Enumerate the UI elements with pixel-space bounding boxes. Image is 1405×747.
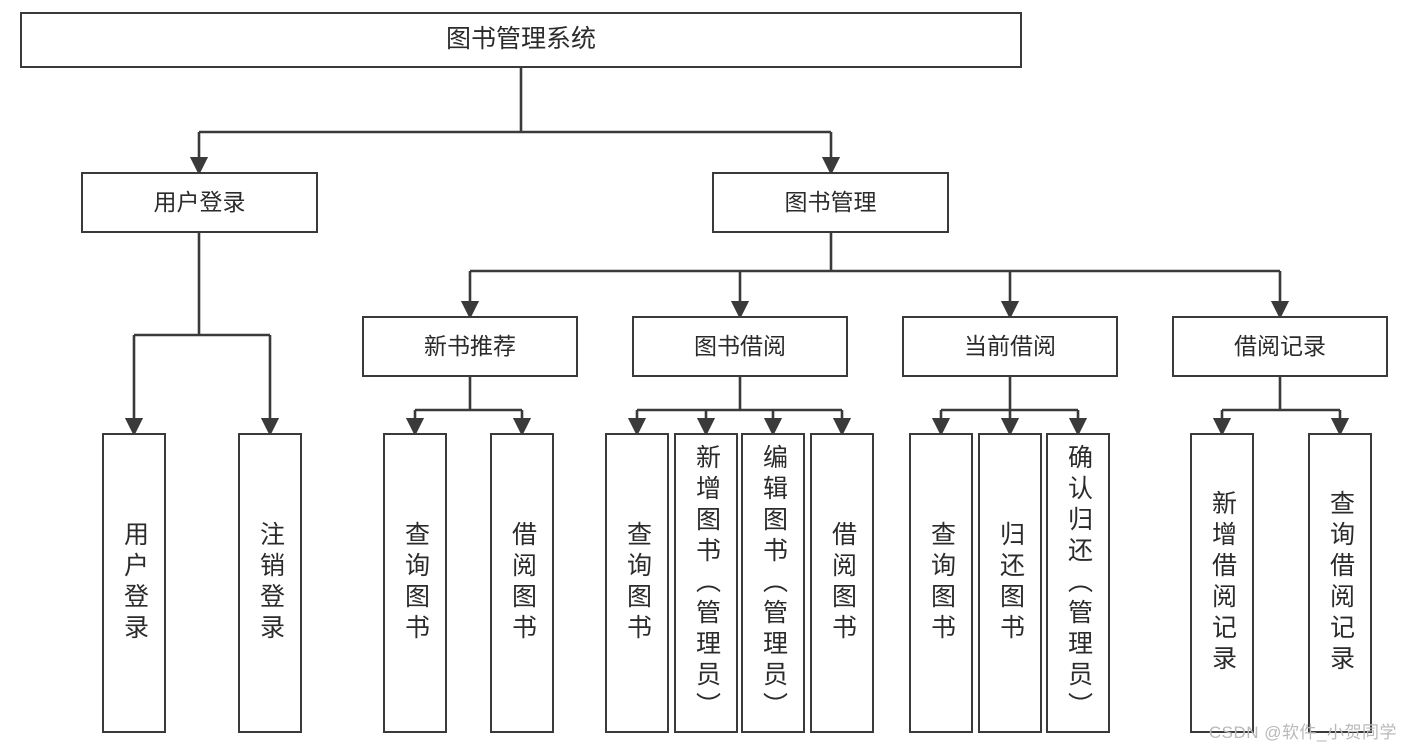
leaf-add-book[interactable]: 新增图书（管理员） — [674, 433, 738, 733]
leaf-confirm-return-label: 确认归还（管理员） — [1064, 443, 1093, 723]
node-user-login-label: 用户登录 — [153, 188, 246, 215]
leaf-user-login[interactable]: 用户登录 — [102, 433, 166, 733]
node-book-borrow[interactable]: 图书借阅 — [632, 316, 848, 377]
leaf-add-record[interactable]: 新增借阅记录 — [1190, 433, 1254, 733]
node-book-manage[interactable]: 图书管理 — [712, 172, 949, 233]
leaf-borrow-book-2[interactable]: 借阅图书 — [810, 433, 874, 733]
node-root-label: 图书管理系统 — [445, 25, 596, 54]
leaf-add-record-label: 新增借阅记录 — [1208, 490, 1237, 676]
node-user-login[interactable]: 用户登录 — [81, 172, 318, 233]
leaf-edit-book-label: 编辑图书（管理员） — [759, 443, 788, 723]
node-root[interactable]: 图书管理系统 — [20, 12, 1022, 68]
leaf-borrow-book-1[interactable]: 借阅图书 — [490, 433, 554, 733]
leaf-query-book-1-label: 查询图书 — [401, 521, 430, 645]
leaf-query-book-3-label: 查询图书 — [927, 521, 956, 645]
node-book-manage-label: 图书管理 — [784, 188, 877, 215]
leaf-borrow-book-2-label: 借阅图书 — [828, 521, 857, 645]
leaf-logout-login-label: 注销登录 — [256, 521, 285, 645]
leaf-query-record-label: 查询借阅记录 — [1326, 490, 1355, 676]
leaf-query-book-2[interactable]: 查询图书 — [605, 433, 669, 733]
leaf-user-login-label: 用户登录 — [120, 521, 149, 645]
leaf-query-record[interactable]: 查询借阅记录 — [1308, 433, 1372, 733]
leaf-return-book[interactable]: 归还图书 — [978, 433, 1042, 733]
leaf-query-book-3[interactable]: 查询图书 — [909, 433, 973, 733]
node-borrow-record[interactable]: 借阅记录 — [1172, 316, 1388, 377]
leaf-borrow-book-1-label: 借阅图书 — [508, 521, 537, 645]
leaf-confirm-return[interactable]: 确认归还（管理员） — [1046, 433, 1110, 733]
watermark: CSDN @软件_小贺同学 — [1208, 723, 1397, 742]
node-current-borrow-label: 当前借阅 — [964, 332, 1056, 359]
node-current-borrow[interactable]: 当前借阅 — [902, 316, 1118, 377]
leaf-return-book-label: 归还图书 — [996, 521, 1025, 645]
leaf-logout-login[interactable]: 注销登录 — [238, 433, 302, 733]
node-book-borrow-label: 图书借阅 — [694, 332, 786, 359]
leaf-query-book-2-label: 查询图书 — [623, 521, 652, 645]
leaf-add-book-label: 新增图书（管理员） — [692, 443, 721, 723]
node-borrow-record-label: 借阅记录 — [1234, 332, 1326, 359]
node-new-book-recommend-label: 新书推荐 — [424, 332, 516, 359]
node-new-book-recommend[interactable]: 新书推荐 — [362, 316, 578, 377]
leaf-edit-book[interactable]: 编辑图书（管理员） — [741, 433, 805, 733]
leaf-query-book-1[interactable]: 查询图书 — [383, 433, 447, 733]
